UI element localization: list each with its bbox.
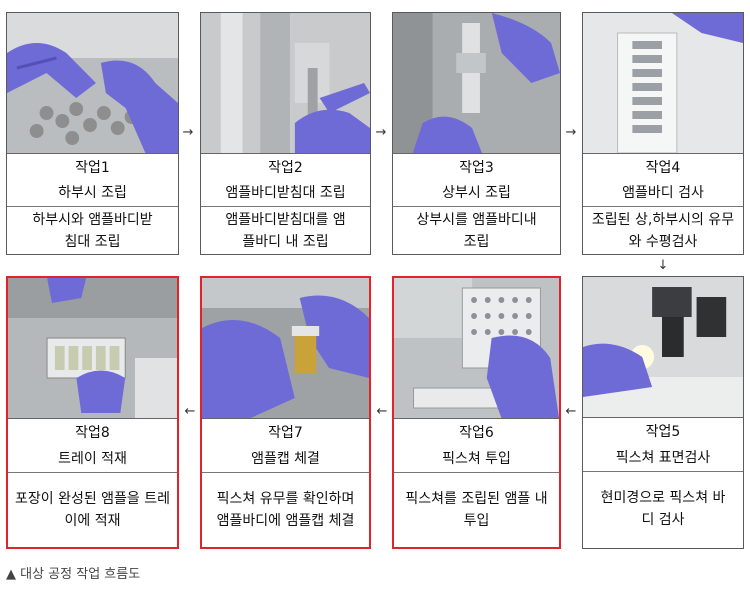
arrow-right-1: → <box>182 124 194 140</box>
figure-caption: ▲ 대상 공정 작업 흐름도 <box>6 567 141 582</box>
step-card-3: 작업3 상부시 조립 상부시를 앰플바디내 조립 <box>392 12 561 255</box>
step-1-description: 하부시와 앰플바디받침대 조립 <box>32 211 153 250</box>
step-8-number: 작업8 <box>75 425 110 441</box>
arrow-right-2: → <box>375 124 387 140</box>
step-card-4: 작업4 앰플바디 검사 조립된 상,하부시의 유무와 수평검사 <box>582 12 744 255</box>
step-2-number: 작업2 <box>268 160 303 176</box>
step-1-number: 작업1 <box>75 160 110 176</box>
step-7-description: 픽스쳐 유무를 확인하며 앰플바디에 앰플캡 체결 <box>216 491 355 529</box>
step-3-title: 상부시 조립 <box>393 180 560 207</box>
step-4-title: 앰플바디 검사 <box>583 180 743 207</box>
step-7-photo <box>202 278 369 419</box>
step-8-description: 포장이 완성된 앰플을 트레이에 적재 <box>14 491 171 529</box>
step-8-title: 트레이 적재 <box>8 445 177 473</box>
step-1-photo <box>7 13 178 154</box>
step-4-description: 조립된 상,하부시의 유무와 수평검사 <box>591 211 735 250</box>
arrow-right-3: → <box>565 124 577 140</box>
step-2-title: 앰플바디받침대 조립 <box>201 180 370 207</box>
step-5-title: 픽스쳐 표면검사 <box>583 444 743 472</box>
step-2-photo <box>201 13 370 154</box>
arrow-left-1: ← <box>565 403 577 419</box>
step-card-1: 작업1 하부시 조립 하부시와 앰플바디받침대 조립 <box>6 12 179 255</box>
step-7-title: 앰플캡 체결 <box>202 445 369 473</box>
step-card-5: 작업5 픽스쳐 표면검사 현미경으로 픽스쳐 바디 검사 <box>582 276 744 549</box>
step-1-title: 하부시 조립 <box>7 180 178 207</box>
step-5-description: 현미경으로 픽스쳐 바디 검사 <box>600 490 726 528</box>
step-card-6: 작업6 픽스쳐 투입 픽스쳐를 조립된 앰플 내 투입 <box>392 276 561 549</box>
step-6-description: 픽스쳐를 조립된 앰플 내 투입 <box>405 491 548 529</box>
step-3-description: 상부시를 앰플바디내 조립 <box>416 211 537 250</box>
step-6-title: 픽스쳐 투입 <box>394 445 559 473</box>
step-4-photo <box>583 13 743 154</box>
step-7-number: 작업7 <box>268 425 303 441</box>
arrow-left-2: ← <box>376 403 388 419</box>
step-card-7: 작업7 앰플캡 체결 픽스쳐 유무를 확인하며 앰플바디에 앰플캡 체결 <box>200 276 371 549</box>
step-5-photo <box>583 277 743 418</box>
arrow-down: ↓ <box>657 257 669 273</box>
step-6-number: 작업6 <box>459 425 494 441</box>
step-6-photo <box>394 278 559 419</box>
arrow-left-3: ← <box>184 403 196 419</box>
step-4-number: 작업4 <box>645 160 681 176</box>
step-2-description: 앰플바디받침대를 앰플바디 내 조립 <box>225 211 346 250</box>
step-3-number: 작업3 <box>459 160 494 176</box>
step-card-2: 작업2 앰플바디받침대 조립 앰플바디받침대를 앰플바디 내 조립 <box>200 12 371 255</box>
step-5-number: 작업5 <box>645 424 681 440</box>
step-3-photo <box>393 13 560 154</box>
step-8-photo <box>8 278 177 419</box>
step-card-8: 작업8 트레이 적재 포장이 완성된 앰플을 트레이에 적재 <box>6 276 179 549</box>
